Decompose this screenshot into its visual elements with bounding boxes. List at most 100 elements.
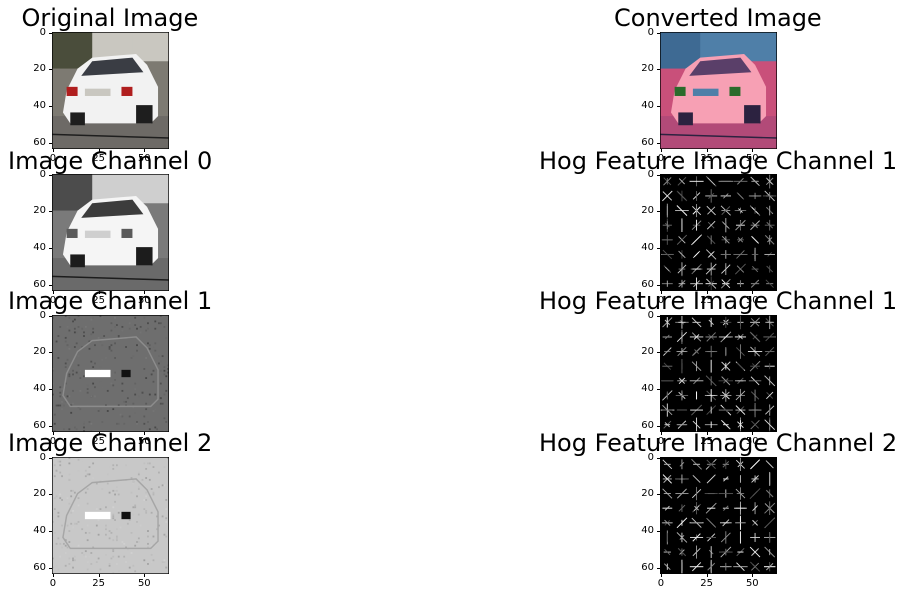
noise-pixel bbox=[136, 421, 138, 423]
noise-pixel bbox=[147, 557, 149, 560]
car-taillight-left bbox=[66, 228, 78, 238]
noise-pixel bbox=[70, 495, 73, 498]
noise-pixel bbox=[108, 530, 111, 532]
noise-pixel bbox=[68, 373, 71, 376]
hog-gradient-line bbox=[752, 519, 758, 526]
noise-pixel bbox=[121, 316, 124, 319]
y-tick-label: 0 bbox=[39, 26, 46, 38]
hog-gradient-line bbox=[662, 190, 673, 202]
y-tick-label: 40 bbox=[641, 100, 654, 112]
y-tick-mark bbox=[657, 425, 660, 427]
noise-pixel bbox=[81, 327, 84, 330]
noise-pixel bbox=[114, 357, 116, 359]
car-wheel-left bbox=[678, 112, 693, 126]
noise-pixel bbox=[147, 462, 149, 465]
noise-pixel bbox=[165, 535, 168, 538]
noise-pixel bbox=[137, 488, 140, 490]
car-wheel-left bbox=[70, 254, 85, 268]
hog-gradient-line bbox=[706, 474, 716, 484]
noise-pixel bbox=[121, 415, 124, 418]
noise-pixel bbox=[92, 331, 95, 334]
noise-pixel bbox=[147, 342, 149, 345]
noise-pixel bbox=[75, 342, 78, 345]
y-tick-label: 20 bbox=[641, 63, 654, 75]
noise-pixel bbox=[112, 539, 115, 542]
noise-pixel bbox=[112, 408, 115, 411]
noise-pixel bbox=[64, 564, 67, 567]
x-tick-mark bbox=[706, 291, 708, 294]
noise-pixel bbox=[143, 316, 146, 319]
x-tick-label: 0 bbox=[657, 295, 665, 306]
hog-gradient-line bbox=[765, 332, 775, 342]
noise-pixel bbox=[101, 316, 104, 319]
y-tick-label: 60 bbox=[641, 136, 654, 148]
noise-pixel bbox=[154, 342, 157, 345]
noise-pixel bbox=[165, 517, 168, 520]
noise-pixel bbox=[136, 344, 138, 347]
noise-pixel bbox=[92, 477, 95, 479]
noise-pixel bbox=[110, 382, 113, 385]
noise-pixel bbox=[90, 552, 93, 554]
noise-pixel bbox=[81, 528, 84, 531]
noise-pixel bbox=[112, 373, 115, 376]
noise-pixel bbox=[108, 346, 111, 348]
noise-pixel bbox=[110, 329, 113, 332]
noise-pixel bbox=[86, 391, 89, 394]
noise-pixel bbox=[86, 541, 89, 543]
noise-pixel bbox=[163, 373, 166, 376]
noise-pixel bbox=[134, 388, 137, 390]
noise-pixel bbox=[88, 473, 91, 476]
noise-pixel bbox=[83, 316, 85, 319]
hog-gradient-line bbox=[750, 220, 760, 231]
noise-pixel bbox=[143, 415, 146, 418]
noise-pixel bbox=[72, 320, 74, 323]
noise-pixel bbox=[163, 559, 166, 562]
noise-pixel bbox=[137, 473, 140, 476]
x-tick-mark bbox=[752, 291, 754, 294]
x-tick-label: 25 bbox=[92, 153, 105, 164]
noise-pixel bbox=[152, 410, 155, 412]
noise-pixel bbox=[125, 404, 127, 407]
hog-gradient-line bbox=[708, 461, 714, 467]
y-tick-mark bbox=[49, 315, 52, 317]
noise-pixel bbox=[79, 377, 82, 379]
noise-pixel bbox=[134, 324, 137, 326]
noise-pixel bbox=[90, 395, 93, 398]
x-tick-mark bbox=[144, 574, 146, 577]
car-wheel-left bbox=[70, 112, 85, 126]
axes-frame bbox=[660, 315, 777, 432]
noise-pixel bbox=[163, 484, 166, 487]
car-wheel-right bbox=[136, 105, 153, 124]
hog-gradient-line bbox=[721, 235, 730, 244]
noise-pixel bbox=[132, 482, 135, 485]
noise-pixel bbox=[66, 358, 69, 361]
noise-pixel bbox=[158, 395, 160, 398]
noise-pixel bbox=[126, 548, 129, 551]
noise-pixel bbox=[117, 335, 120, 337]
noise-pixel bbox=[61, 316, 63, 319]
noise-pixel bbox=[99, 568, 102, 571]
noise-pixel bbox=[75, 522, 78, 525]
noise-pixel bbox=[68, 375, 71, 378]
noise-pixel bbox=[161, 402, 164, 405]
noise-pixel bbox=[101, 358, 104, 361]
noise-pixel bbox=[105, 528, 107, 531]
x-tick-mark bbox=[98, 291, 100, 294]
noise-pixel bbox=[70, 559, 73, 562]
hog-gradient-line bbox=[735, 405, 746, 415]
noise-pixel bbox=[77, 406, 80, 409]
subplot-title: Converted Image bbox=[614, 4, 822, 32]
hog-gradient-line bbox=[749, 331, 761, 343]
y-tick-mark bbox=[49, 211, 52, 213]
y-tick-label: 0 bbox=[39, 451, 46, 463]
noise-pixel bbox=[143, 499, 146, 501]
x-tick-label: 25 bbox=[92, 295, 105, 306]
noise-pixel bbox=[84, 475, 87, 478]
noise-pixel bbox=[154, 327, 157, 330]
noise-pixel bbox=[154, 349, 157, 352]
noise-pixel bbox=[163, 325, 166, 328]
y-tick-mark bbox=[657, 531, 660, 533]
noise-pixel bbox=[55, 340, 58, 343]
noise-pixel bbox=[137, 541, 140, 543]
noise-pixel bbox=[57, 404, 60, 407]
